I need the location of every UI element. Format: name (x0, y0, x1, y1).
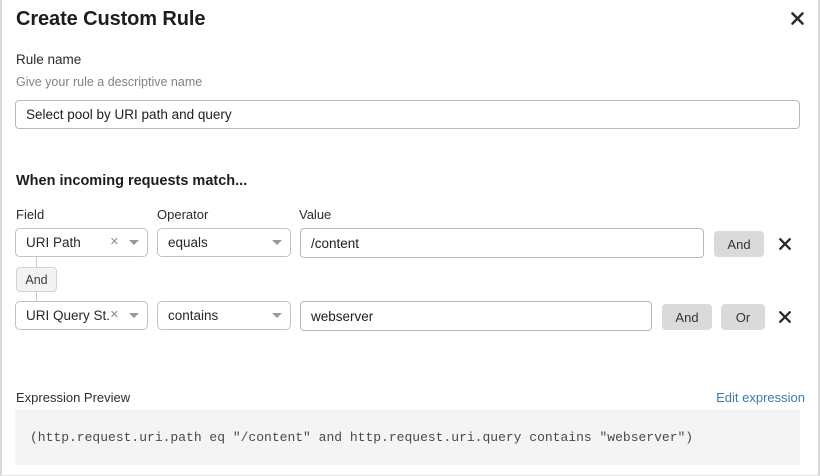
connector-line-bottom (36, 291, 37, 302)
field-select-row-2[interactable]: URI Query St... ✕ (15, 301, 148, 330)
rule-name-help-text: Give your rule a descriptive name (16, 75, 203, 89)
field-select-row-1[interactable]: URI Path ✕ (15, 228, 148, 257)
operator-select-row-1-label: equals (168, 235, 208, 250)
field-select-row-1-label: URI Path (26, 235, 81, 250)
column-header-value: Value (299, 207, 332, 222)
chevron-down-icon[interactable] (267, 313, 290, 318)
add-and-condition-row-2[interactable]: And (662, 304, 712, 330)
rule-name-label: Rule name (16, 52, 82, 67)
expression-preview-box: (http.request.uri.path eq "/content" and… (15, 410, 800, 465)
delete-row-2-button[interactable] (774, 306, 796, 328)
expression-preview-label: Expression Preview (16, 390, 131, 405)
chevron-down-icon[interactable] (124, 240, 147, 245)
value-input-row-1[interactable] (300, 228, 704, 258)
column-header-operator: Operator (157, 207, 209, 222)
chevron-down-icon[interactable] (267, 240, 290, 245)
expression-preview-text: (http.request.uri.path eq "/content" and… (30, 430, 694, 445)
operator-select-row-1[interactable]: equals (157, 228, 291, 257)
close-icon[interactable] (785, 6, 809, 30)
delete-row-1-button[interactable] (774, 233, 796, 255)
value-input-row-2[interactable] (300, 301, 652, 331)
edit-expression-link[interactable]: Edit expression (716, 390, 805, 405)
operator-select-row-2[interactable]: contains (157, 301, 291, 330)
clear-icon[interactable]: ✕ (109, 235, 119, 248)
add-and-condition-row-1[interactable]: And (714, 231, 764, 257)
add-or-condition-row-2[interactable]: Or (721, 304, 765, 330)
operator-select-row-2-label: contains (168, 308, 219, 323)
field-select-row-2-label: URI Query St... (26, 308, 110, 323)
chevron-down-icon[interactable] (124, 313, 147, 318)
group-connector-badge[interactable]: And (16, 267, 57, 292)
dialog-title: Create Custom Rule (16, 8, 206, 30)
clear-icon[interactable]: ✕ (109, 308, 119, 321)
connector-line-top (36, 257, 37, 268)
rule-name-input[interactable] (15, 100, 800, 129)
match-section-heading: When incoming requests match... (16, 173, 248, 189)
column-header-field: Field (16, 207, 45, 222)
